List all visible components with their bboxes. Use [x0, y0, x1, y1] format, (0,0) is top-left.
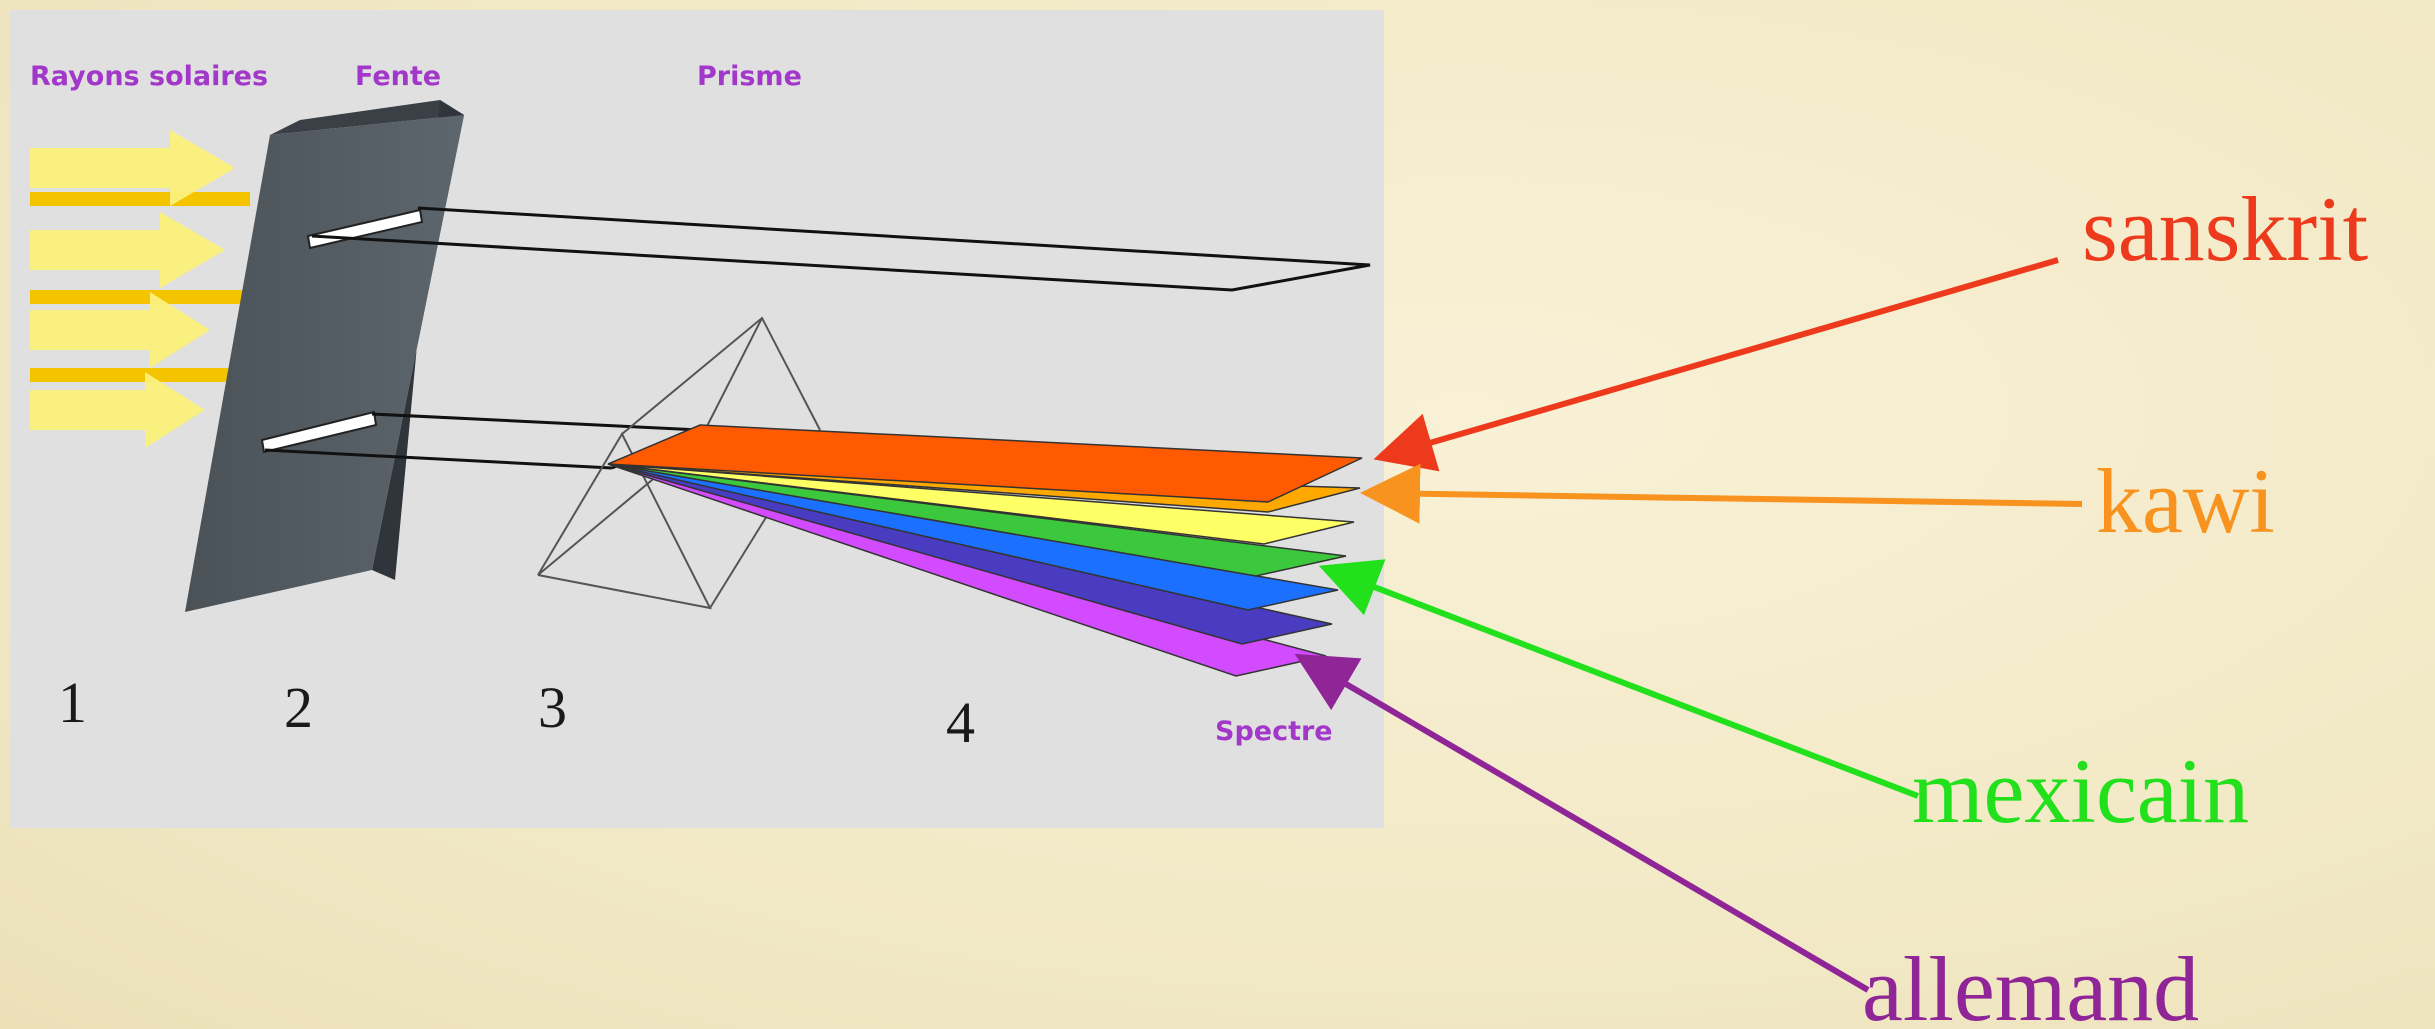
label-rays: Rayons solaires [30, 61, 268, 92]
wall-front-face [185, 115, 464, 612]
sun-rays [30, 130, 250, 448]
ray-arrow [30, 372, 205, 448]
spectrum-band-red [607, 424, 1363, 503]
step-number-4: 4 [946, 690, 975, 755]
language-label-kawi: kawi [2096, 450, 2275, 552]
slit-bottom [260, 410, 378, 454]
arrow-kawi [1360, 463, 2083, 524]
ray-bar [30, 192, 250, 206]
step-number-1: 1 [58, 670, 87, 735]
label-prism: Prisme [697, 61, 802, 92]
arrow-allemand [1294, 653, 1870, 993]
language-label-mexicain: mexicain [1912, 740, 2249, 842]
spectrum-band-yellow [607, 463, 1355, 545]
label-spectrum: Spectre [1215, 716, 1333, 747]
arrow-mexicain [1318, 559, 1920, 799]
step-number-2: 2 [284, 675, 313, 740]
upper-beam [311, 206, 1371, 292]
spectrum-fan [607, 424, 1363, 677]
label-slit: Fente [355, 61, 441, 92]
language-label-sanskrit: sanskrit [2082, 178, 2369, 280]
ray-arrow [30, 212, 225, 288]
ray-bar [30, 368, 250, 382]
step-number-3: 3 [538, 675, 567, 740]
language-label-allemand: allemand [1862, 938, 2199, 1029]
spectrum-band-green [607, 463, 1347, 577]
slit-wall [185, 100, 464, 612]
ray-bar [30, 290, 250, 304]
ray-arrow [30, 292, 210, 368]
arrow-sanskrit [1373, 257, 2059, 472]
ray-arrow [30, 130, 235, 206]
